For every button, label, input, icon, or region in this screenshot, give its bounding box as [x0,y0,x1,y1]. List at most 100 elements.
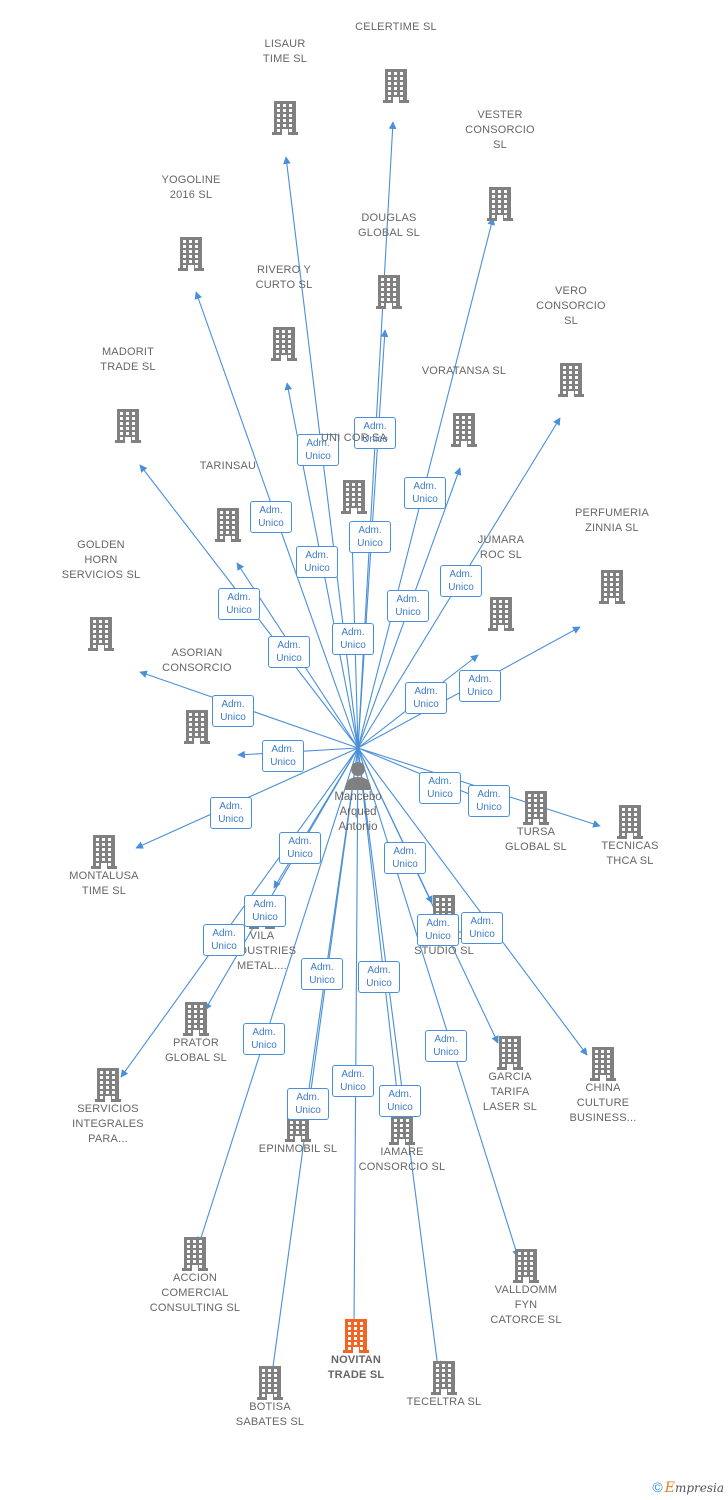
building-icon [182,1237,208,1271]
company-label: UNI COR SA [320,432,388,444]
edge-role-badge: Adm. Unico [349,521,391,553]
edge-tecelra [357,747,441,1369]
edge-role-badge: Adm. Unico [301,958,343,990]
edge-role-badge: Adm. Unico [268,636,310,668]
edge-role-badge: Adm. Unico [212,695,254,727]
company-label: MADORIT TRADE SL [100,346,156,373]
edge-role-badge: Adm. Unico [419,772,461,804]
edge-role-badge: Adm. Unico [332,1065,374,1097]
building-icon [257,1366,283,1400]
company-label: TECNICAS THCA SL [601,840,659,867]
edge-role-badge: Adm. Unico [297,434,339,466]
company-label: NOVITAN TRADE SL [327,1354,385,1381]
brand-name: mpresia [674,1481,724,1495]
edge-servicios [120,747,359,1078]
person-node[interactable]: Mancebo Arqued Antonio [303,760,413,835]
building-icon [91,835,117,869]
building-icon [272,101,298,135]
company-label: SERVICIOS INTEGRALES PARA... [72,1103,144,1145]
building-icon [178,237,204,271]
edge-role-badge: Adm. Unico [404,477,446,509]
edge-botisa [269,747,359,1375]
edge-role-badge: Adm. Unico [379,1085,421,1117]
company-label: VERO CONSORCIO SL [536,285,606,327]
edge-role-badge: Adm. Unico [417,914,459,946]
building-icon [451,413,477,447]
edge-role-badge: Adm. Unico [203,924,245,956]
brand-first-letter: E [664,1480,675,1496]
edge-role-badge: Adm. Unico [243,1023,285,1055]
building-icon [183,1002,209,1036]
edge-role-badge: Adm. Unico [461,912,503,944]
building-icon [115,409,141,443]
edge-role-badge: Adm. Unico [358,961,400,993]
edge-role-badge: Adm. Unico [387,590,429,622]
edge-accion [197,747,359,1245]
company-label: IAMARE CONSORCIO SL [358,1146,446,1173]
edge-role-badge: Adm. Unico [332,623,374,655]
edge-valldomm [357,747,520,1258]
edge-iamare [357,747,404,1119]
company-label: BOTISA SABATES SL [235,1401,305,1428]
building-icon [497,1036,523,1070]
company-label: CHINA CULTURE BUSINESS... [569,1082,637,1124]
building-icon [184,710,210,744]
company-label: GOLDEN HORN SERVICIOS SL [61,539,141,581]
building-icon [376,275,402,309]
edge-garcia [357,747,499,1044]
edge-role-badge: Adm. Unico [244,895,286,927]
building-icon [523,791,549,825]
building-icon [389,1111,415,1145]
company-label: JUMARA ROC SL [477,534,525,561]
company-label: VORATANSA SL [421,365,507,377]
person-label: Mancebo Arqued Antonio [334,791,382,833]
building-icon [95,1068,121,1102]
edge-role-badge: Adm. Unico [250,501,292,533]
building-icon [599,570,625,604]
company-label: TECELTRA SL [406,1396,482,1408]
edge-role-badge: Adm. Unico [468,785,510,817]
building-icon [271,327,297,361]
edge-role-badge: Adm. Unico [296,546,338,578]
company-label: TARINSAU [199,460,257,472]
building-icon [431,1361,457,1395]
building-icon [513,1249,539,1283]
company-label: TURSA GLOBAL SL [505,826,567,853]
edge-role-badge: Adm. Unico [440,565,482,597]
company-label: DOUGLAS GLOBAL SL [358,212,420,239]
footer-brand[interactable]: ©Empresia [652,1479,724,1496]
edge-role-badge: Adm. Unico [210,797,252,829]
company-label: PERFUMERIA ZINNIA SL [574,507,650,534]
company-label: VALLDOMM FYN CATORCE SL [490,1284,562,1326]
copyright-icon: © [652,1479,663,1495]
edge-role-badge: Adm. Unico [279,832,321,864]
edge-role-badge: Adm. Unico [218,588,260,620]
company-label: RIVERO Y CURTO SL [255,264,313,291]
company-label: EPINMOBIL SL [258,1143,338,1155]
company-label: GARCIA TARIFA LASER SL [482,1071,538,1113]
building-icon [558,363,584,397]
company-label: LISAUR TIME SL [262,38,308,65]
building-icon [88,617,114,651]
edge-role-badge: Adm. Unico [384,842,426,874]
building-icon [341,480,367,514]
company-label: VESTER CONSORCIO SL [465,109,535,151]
edge-role-badge: Adm. Unico [287,1088,329,1120]
company-label: CELERTIME SL [355,21,437,33]
company-label: MONTALUSA TIME SL [69,870,139,897]
building-icon [617,805,643,839]
building-icon [488,597,514,631]
building-icon [487,187,513,221]
company-label: ASORIAN CONSORCIO [162,647,232,674]
edge-role-badge: Adm. Unico [459,670,501,702]
building-icon [590,1047,616,1081]
company-label: ACCION COMERCIAL CONSULTING SL [149,1272,241,1314]
edge-role-badge: Adm. Unico [262,740,304,772]
edge-china [357,747,588,1056]
edge-role-badge: Adm. Unico [354,417,396,449]
edge-role-badge: Adm. Unico [425,1030,467,1062]
company-label: YOGOLINE 2016 SL [161,174,221,201]
building-icon [383,69,409,103]
person-icon [345,762,371,790]
